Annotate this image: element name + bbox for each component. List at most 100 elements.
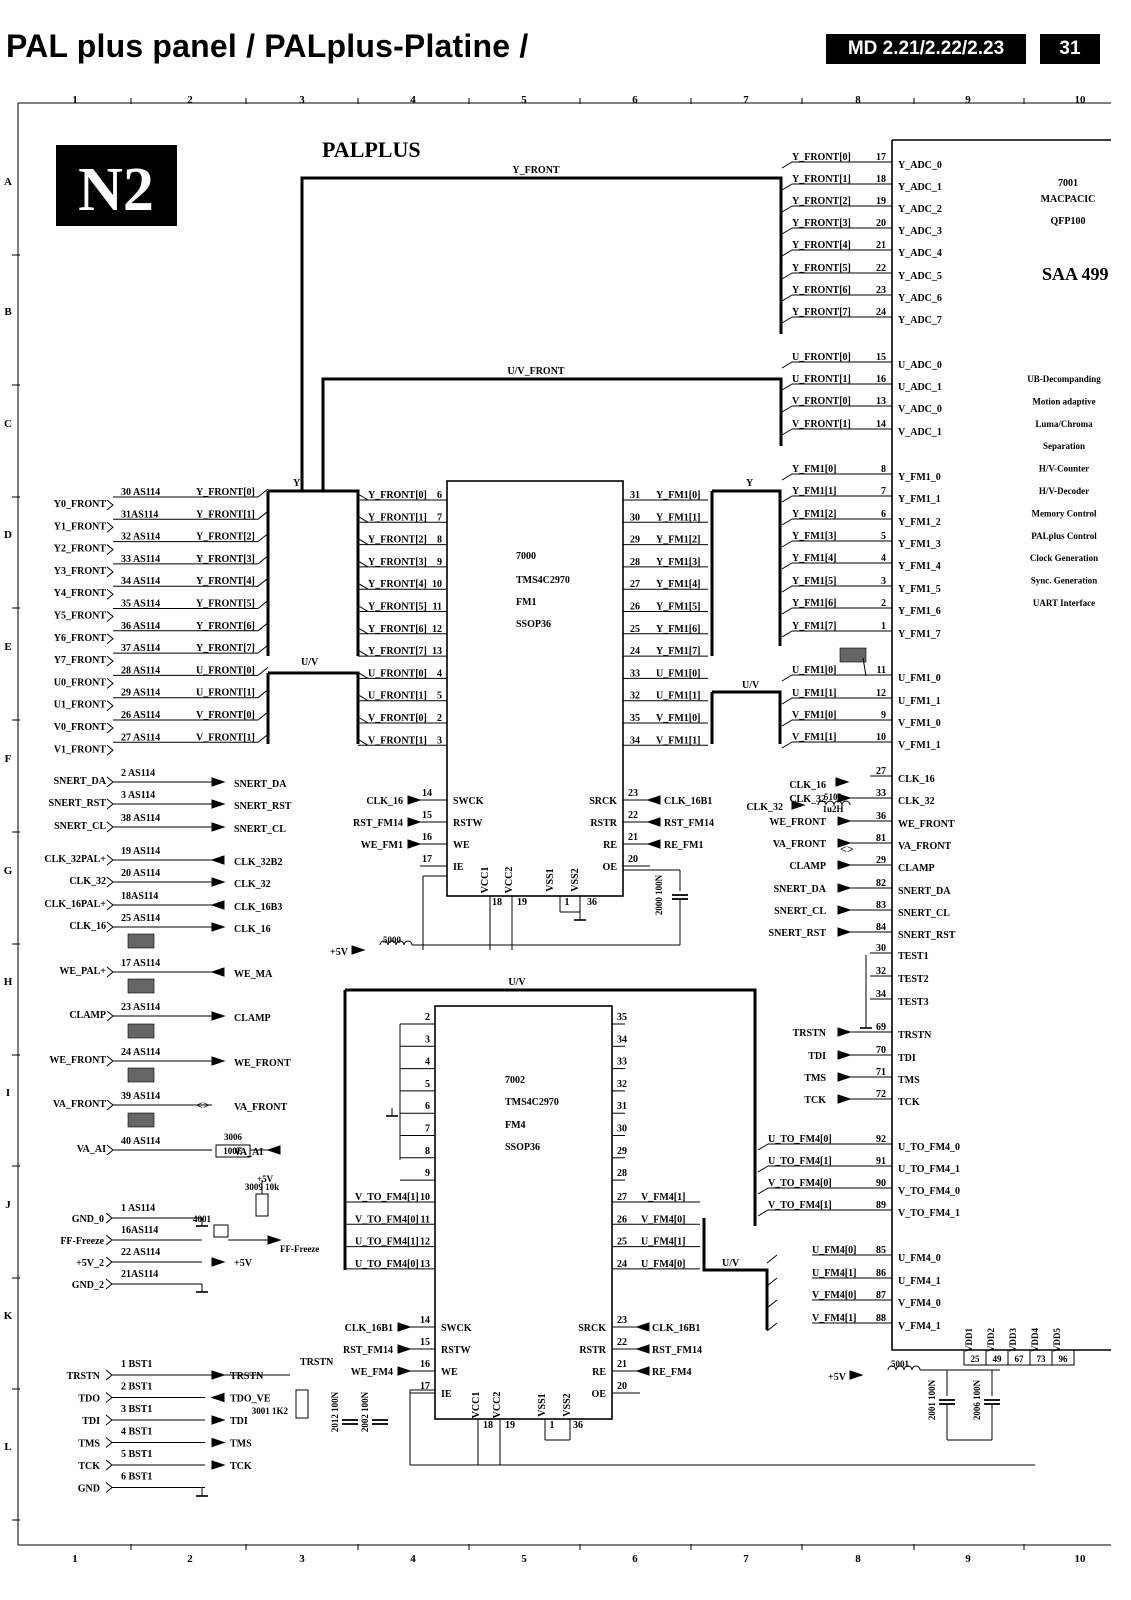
grid-row-label: L xyxy=(4,1441,11,1453)
ic-port-label: WE_FRONT xyxy=(898,819,955,830)
ic7000-left-net: Y_FRONT[4] xyxy=(368,579,427,590)
ic-pin-number: 25 xyxy=(630,624,640,635)
ic-ctl-net: TRSTN xyxy=(793,1028,827,1039)
connector-icon xyxy=(106,499,114,511)
ic7000-right-net: Y_FM1[0] xyxy=(656,490,700,501)
connector-pin-label: 30 AS114 xyxy=(121,487,160,498)
grid-col-label: 5 xyxy=(521,94,527,106)
ic-pin-number: 6 xyxy=(437,490,442,501)
connector-pin-label: 19 AS114 xyxy=(121,846,160,857)
ic-ctl-net: SNERT_RST xyxy=(769,928,827,939)
ic-function-label: Memory Control xyxy=(1031,508,1097,518)
ic-pin-number: 70 xyxy=(876,1045,886,1056)
ic-port-label: Y_FM1_0 xyxy=(898,472,941,483)
coil-5100 xyxy=(817,800,851,806)
bus-entry xyxy=(257,577,269,587)
jtag-net-label: TCK xyxy=(230,1461,252,1472)
wire xyxy=(862,657,867,677)
grid-col-label: 9 xyxy=(965,1553,971,1565)
ic7000-right-net: V_FM1[0] xyxy=(656,713,700,724)
arrow-left-icon xyxy=(635,1366,650,1376)
grid-col-label: 2 xyxy=(187,94,193,106)
ic-pin-number: 13 xyxy=(432,646,442,657)
ic-port-label: U_ADC_1 xyxy=(898,382,942,393)
input-signal-label: Y2_FRONT xyxy=(54,544,107,555)
connector-icon xyxy=(106,821,114,833)
connector-pin-label: 35 AS114 xyxy=(121,599,160,610)
vcc-label: +5V xyxy=(234,1258,253,1269)
vdd-label: VDD1 xyxy=(964,1328,974,1352)
ic-pin-number: 73 xyxy=(1037,1354,1047,1364)
connector-pin-label: 18AS114 xyxy=(121,891,158,902)
ic7001-net-label: Y_FM1[7] xyxy=(792,621,836,632)
vcc-label: +5V xyxy=(828,1372,847,1383)
connector-pin-label: 16AS114 xyxy=(121,1225,158,1236)
ic-port-label: TRSTN xyxy=(898,1030,932,1041)
ic7001-net-label: U_TO_FM4[0] xyxy=(768,1134,832,1145)
ic-pin-number: 5 xyxy=(425,1079,430,1090)
ic-port-label: SNERT_CL xyxy=(898,908,950,919)
control-net-label: VA_FRONT xyxy=(234,1102,287,1113)
cap-label: 2006 100N xyxy=(972,1379,982,1420)
net-label: U_FRONT[1] xyxy=(196,688,255,699)
ic-port-label: TEST2 xyxy=(898,974,929,985)
ic-pin-number: 25 xyxy=(971,1354,981,1364)
ic-supply-label: VSS2 xyxy=(570,868,581,891)
ic7001-net-label: Y_FM1[3] xyxy=(792,531,836,542)
grid-col-label: 6 xyxy=(632,94,638,106)
bus-entry xyxy=(781,383,793,391)
ic-pin-number: 2 xyxy=(437,713,442,724)
bus-entry xyxy=(781,473,793,481)
net-label: Y_FRONT[0] xyxy=(196,487,255,498)
control-signal-label: CLK_32 xyxy=(69,876,106,887)
wire xyxy=(357,538,369,546)
uv-bus-label: U/V xyxy=(508,977,526,988)
net-label: Y_FRONT[5] xyxy=(196,599,255,610)
connector-pin-label: 32 AS114 xyxy=(121,532,160,543)
net-label: U_FRONT[0] xyxy=(196,665,255,676)
ic-pin-number: 27 xyxy=(630,579,640,590)
ic-pin-number: 35 xyxy=(630,713,640,724)
connector-icon xyxy=(106,588,114,600)
ic-pin-number: 87 xyxy=(876,1290,886,1301)
connector-pin-label: 24 AS114 xyxy=(121,1047,160,1058)
connector-icon xyxy=(106,966,114,978)
ic-name-label: FM1 xyxy=(516,597,537,608)
connector-icon xyxy=(106,655,114,667)
ic-pin-number: 18 xyxy=(492,897,502,908)
ic-pin-number: 8 xyxy=(425,1146,430,1157)
vcc-label: +5V xyxy=(257,1174,274,1184)
connector-icon xyxy=(106,1010,114,1022)
ic-ref-label: 7001 xyxy=(1058,178,1078,189)
ic7001-net-label: Y_FM1[1] xyxy=(792,486,836,497)
ic-pin-number: 82 xyxy=(876,878,886,889)
control-signal-label: VA_AI xyxy=(77,1144,106,1155)
ic-pin-number: 15 xyxy=(422,810,432,821)
ic-ctl-net: WE_FRONT xyxy=(769,817,826,828)
test-point-icon xyxy=(127,933,155,949)
bus-entry xyxy=(781,205,793,213)
ic-pin-number: 24 xyxy=(876,307,886,318)
ic-supply-label: VCC1 xyxy=(471,1392,482,1419)
arrow-right-icon xyxy=(397,1366,412,1376)
connector-icon xyxy=(106,921,114,933)
ic-pin-number: 34 xyxy=(617,1034,627,1045)
bus-entry xyxy=(257,689,269,699)
connector-pin-label: 2 BST1 xyxy=(121,1382,152,1393)
ic-pin-number: 1 xyxy=(550,1420,555,1431)
grid-col-label: 4 xyxy=(410,94,416,106)
ic-port-label: U_FM4_1 xyxy=(898,1276,941,1287)
ic7001-net-label: U_FRONT[0] xyxy=(792,352,851,363)
ic-pin-number: 3 xyxy=(437,735,442,746)
ic-function-label: H/V-Decoder xyxy=(1039,486,1089,496)
arrow-right-icon xyxy=(837,838,852,848)
ic7000-left-net: Y_FRONT[6] xyxy=(368,624,427,635)
arrow-right-icon xyxy=(407,817,422,827)
control-net-label: VA_AI xyxy=(234,1147,263,1158)
input-signal-label: V1_FRONT xyxy=(54,744,107,755)
grid-row-label: F xyxy=(5,753,12,765)
ic-pin-number: 92 xyxy=(876,1134,886,1145)
wire xyxy=(357,738,369,746)
connector-icon xyxy=(106,1055,114,1067)
ic-port-label: CLK_16 xyxy=(898,774,935,785)
